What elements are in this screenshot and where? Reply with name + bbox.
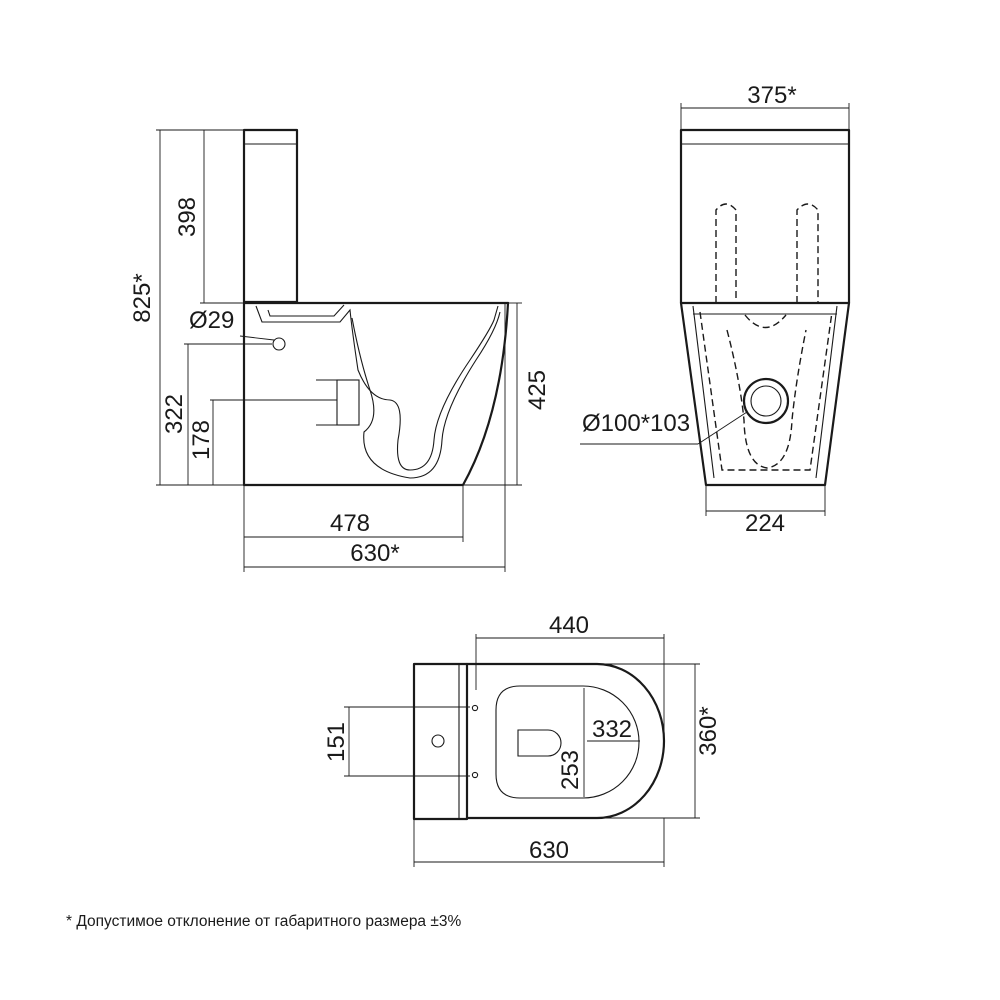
seat-opening bbox=[495, 685, 640, 799]
bowl-body bbox=[242, 301, 510, 487]
drain-outline bbox=[517, 729, 562, 757]
hidden-trapway bbox=[699, 311, 833, 471]
tolerance-footnote: * Допустимое отклонение от габаритного р… bbox=[66, 913, 461, 930]
dim-bowl-height: 425 bbox=[524, 370, 551, 410]
dim-base-width: 224 bbox=[745, 510, 785, 537]
dim-seat-width: 332 bbox=[592, 716, 632, 743]
hidden-bolts bbox=[715, 203, 819, 303]
rear-view: 375* Ø100*103 224 bbox=[580, 82, 851, 537]
bolt-hole bbox=[471, 771, 479, 779]
bolt-hole bbox=[471, 704, 479, 712]
outlet-circle bbox=[742, 377, 790, 425]
dim-bowl-length: 440 bbox=[549, 612, 589, 639]
dim-opening-length: 253 bbox=[557, 750, 584, 790]
trapway-outline bbox=[255, 305, 499, 471]
dim-total-length: 630 bbox=[529, 837, 569, 864]
dim-base-length: 478 bbox=[330, 510, 370, 537]
dim-total-width: 360* bbox=[695, 706, 722, 755]
trapway-inner bbox=[351, 311, 501, 479]
dim-cistern-height: 398 bbox=[174, 197, 201, 237]
dim-inlet-height: 322 bbox=[161, 394, 188, 434]
rim-channel bbox=[267, 304, 345, 317]
cistern-outline bbox=[242, 128, 299, 304]
dim-top-width: 375* bbox=[747, 82, 796, 109]
outlet-stub bbox=[316, 379, 360, 426]
dim-inlet-diameter: Ø29 bbox=[189, 307, 234, 334]
dim-bolt-spacing: 151 bbox=[323, 722, 350, 762]
dim-outlet-diameter: Ø100*103 bbox=[582, 410, 690, 437]
dim-total-length: 630* bbox=[350, 540, 399, 567]
side-dimensions bbox=[156, 129, 522, 572]
rear-outline bbox=[679, 128, 851, 487]
cistern-hole bbox=[431, 734, 445, 748]
dim-total-height: 825* bbox=[129, 273, 156, 322]
top-view: 440 332 151 253 360* 630 bbox=[323, 612, 722, 867]
inlet-hole bbox=[272, 337, 286, 351]
side-view: 398 825* Ø29 322 178 425 478 630* bbox=[129, 128, 551, 572]
dim-outlet-height: 178 bbox=[188, 420, 215, 460]
